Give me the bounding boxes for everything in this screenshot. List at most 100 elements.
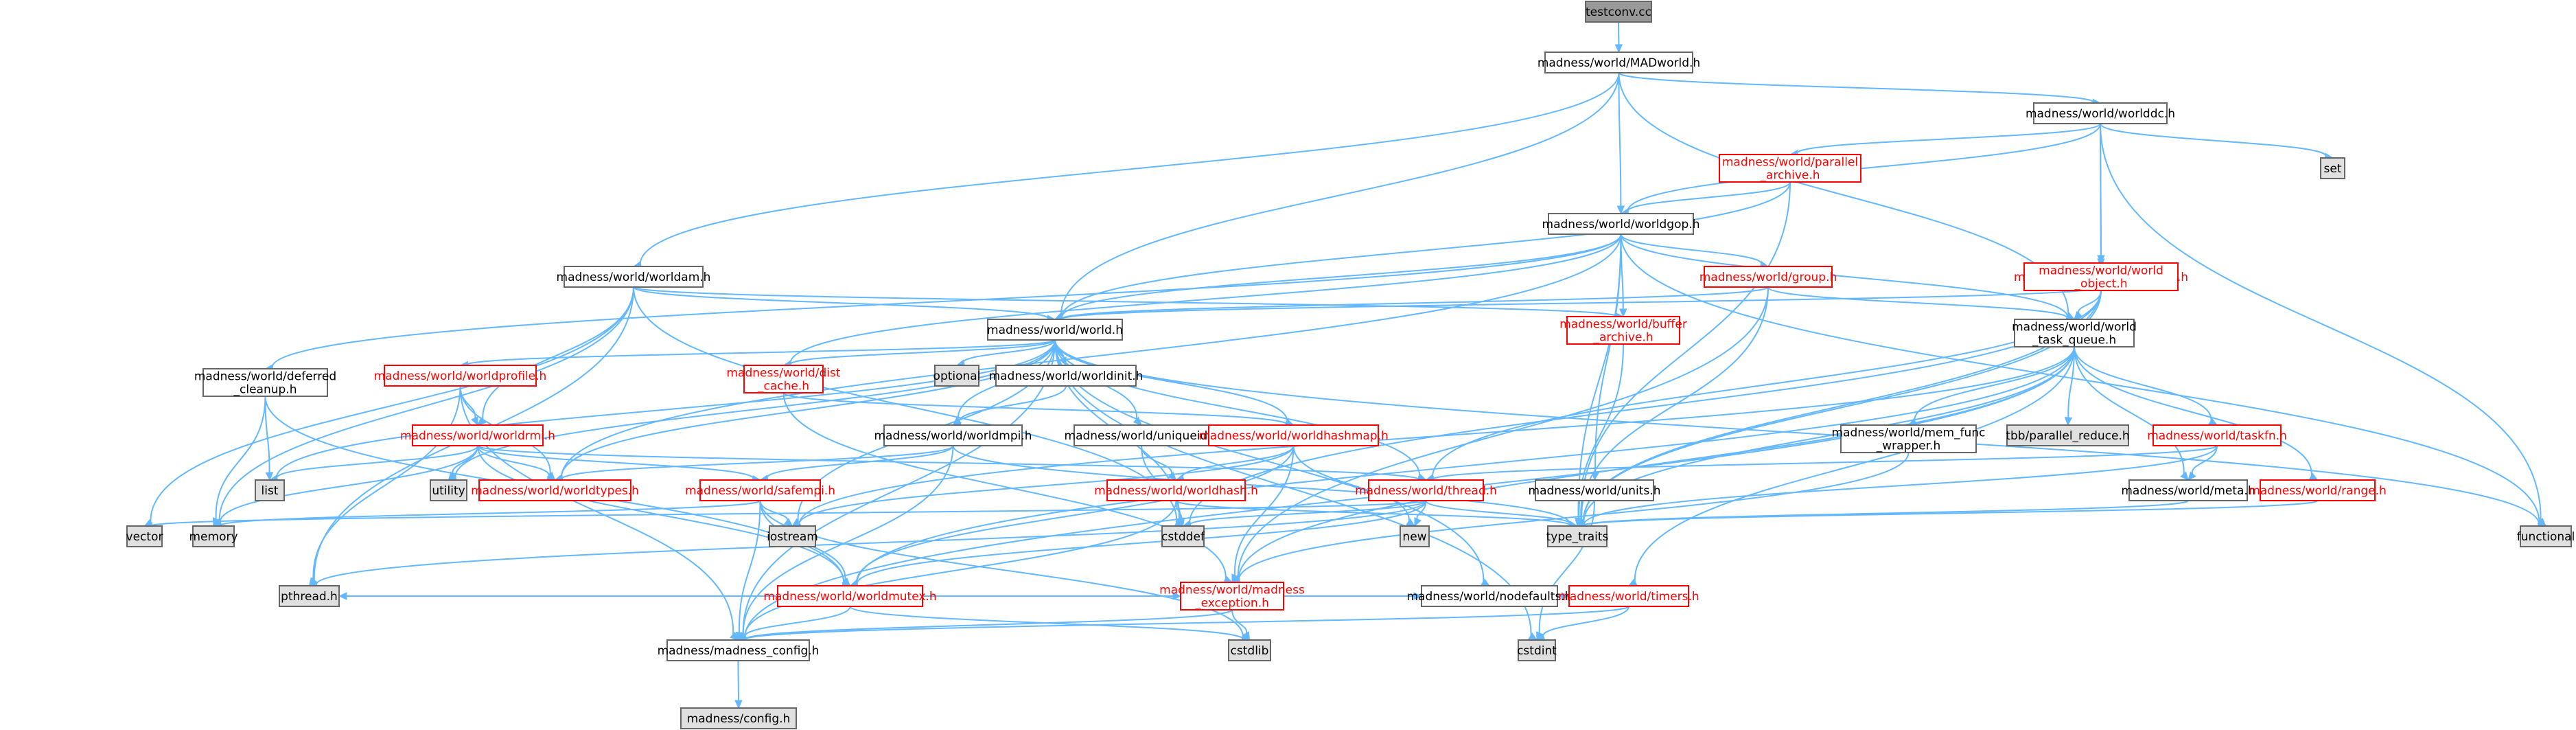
edge-line <box>1189 500 1427 526</box>
node-world_object[interactable]: madness/world/world_object.h <box>2023 262 2179 291</box>
edge-line <box>1583 500 2319 527</box>
node-group[interactable]: madness/world/group.h <box>1699 266 1837 288</box>
edge-madworld-to-worldam <box>632 72 1620 269</box>
node-worldgop[interactable]: madness/world/worldgop.h <box>1542 213 1700 235</box>
edge-line <box>856 346 2075 585</box>
node-deferred_cleanup[interactable]: madness/world/deferred_cleanup.h <box>194 368 336 397</box>
node-config: madness/config.h <box>680 707 797 729</box>
node-worldam[interactable]: madness/world/worldam.h <box>557 266 711 288</box>
edge-safempi-to-madness_config <box>735 500 761 641</box>
edge-thread-to-worldmutex <box>849 500 1427 589</box>
node-safempi[interactable]: madness/world/safempi.h <box>685 479 835 501</box>
node-worldprofile[interactable]: madness/world/worldprofile.h <box>374 365 547 387</box>
node-worlddc[interactable]: madness/world/worlddc.h <box>2026 102 2175 124</box>
node-box <box>1518 639 1556 661</box>
node-label: madness/world/world <box>2012 321 2137 334</box>
edge-line <box>789 339 1056 366</box>
edge-line <box>798 346 2075 525</box>
edge-deferred_cleanup-to-list <box>264 396 274 481</box>
node-box <box>279 585 340 607</box>
node-worldhashmap[interactable]: madness/world/worldhashmap.h <box>1198 424 1389 446</box>
node-madness_config[interactable]: madness/madness_config.h <box>658 639 820 661</box>
edge-line <box>1914 346 2075 422</box>
edge-line <box>639 72 1620 266</box>
node-new: new <box>1400 525 1430 547</box>
edge-line <box>561 233 1622 479</box>
node-mem_func_wrapper[interactable]: madness/world/mem_func_wrapper.h <box>1832 424 1986 453</box>
node-buffer_archive[interactable]: madness/world/buffer_archive.h <box>1559 316 1687 345</box>
node-taskfn[interactable]: madness/world/taskfn.h <box>2147 424 2287 446</box>
node-dist_cache[interactable]: madness/world/dist_cache.h <box>726 365 841 393</box>
node-worldhash[interactable]: madness/world/worldhash.h <box>1094 479 1258 501</box>
node-label: madness/world/timers.h <box>1558 590 1699 604</box>
node-thread[interactable]: madness/world/thread.h <box>1355 479 1497 501</box>
node-label: madness/world/worldmpi.h <box>874 429 1032 443</box>
edge-worlddc-to-set <box>2100 123 2334 161</box>
node-uniqueid[interactable]: madness/world/uniqueid.h <box>1065 424 1219 446</box>
edge-line <box>856 500 1427 585</box>
node-madness_exception[interactable]: madness/world/madness_exception.h <box>1159 582 1305 611</box>
edge-arrowhead <box>2074 310 2083 320</box>
node-box <box>2023 262 2179 291</box>
node-world[interactable]: madness/world/world.h <box>987 319 1123 341</box>
node-worldmpi[interactable]: madness/world/worldmpi.h <box>874 424 1032 446</box>
node-label: madness/world/world <box>2039 264 2163 278</box>
node-label: madness/world/nodefaults.h <box>1406 590 1572 604</box>
edge-line <box>1583 500 2189 527</box>
edge-timers-to-madness_config <box>737 606 1629 644</box>
edge-arrowhead <box>842 577 851 586</box>
node-label: madness/world/worldhash.h <box>1094 484 1258 498</box>
edge-line <box>215 396 266 520</box>
node-madworld[interactable]: madness/world/MADworld.h <box>1538 52 1700 73</box>
node-label: functional <box>2517 530 2575 544</box>
node-box <box>1208 424 1379 446</box>
graph-nodes: testconv.ccmadness/world/MADworld.hmadne… <box>126 1 2575 729</box>
node-parallel_archive[interactable]: madness/world/parallel_archive.h <box>1719 154 1861 183</box>
edge-world-to-dist_cache <box>782 339 1056 369</box>
edge-line <box>1060 233 1622 319</box>
edge-arrowhead <box>448 471 457 481</box>
edge-arrowhead <box>734 700 743 709</box>
node-label: madness/world/MADworld.h <box>1538 56 1700 70</box>
edge-line <box>1175 500 1572 527</box>
node-units[interactable]: madness/world/units.h <box>1529 479 1661 501</box>
node-worldinit[interactable]: madness/world/worldinit.h <box>989 365 1144 387</box>
node-worldtypes[interactable]: madness/world/worldtypes.h <box>471 479 639 501</box>
node-label: type_traits <box>1546 530 1609 544</box>
node-cstdint: cstdint <box>1517 639 1557 661</box>
node-memory: memory <box>189 525 238 547</box>
node-worldmutex[interactable]: madness/world/worldmutex.h <box>763 585 937 607</box>
edge-line <box>782 392 1288 426</box>
node-nodefaults[interactable]: madness/world/nodefaults.h <box>1406 585 1573 607</box>
edge-arrowhead <box>1242 631 1251 641</box>
node-box <box>699 479 821 501</box>
edge-arrowhead <box>1627 578 1638 586</box>
edge-arrowhead <box>1561 592 1570 600</box>
edge-arrowhead <box>471 416 478 426</box>
node-label: _cleanup.h <box>233 383 297 397</box>
node-box <box>384 365 537 387</box>
node-box <box>126 525 163 547</box>
node-label: madness/world/worldhashmap.h <box>1198 429 1389 443</box>
edge-line <box>2100 123 2327 158</box>
node-pthread: pthread.h <box>279 585 340 607</box>
edge-arrowhead <box>2064 417 2073 426</box>
node-box <box>1161 525 1205 547</box>
node-box <box>2006 424 2129 446</box>
node-label: set <box>2324 162 2342 176</box>
edge-world_task_queue-to-meta <box>2074 346 2189 481</box>
node-worldrmi[interactable]: madness/world/worldrmi.h <box>400 424 555 446</box>
node-label: cstdint <box>1517 644 1557 658</box>
edge-line <box>1542 606 1629 638</box>
node-meta[interactable]: madness/world/meta.h <box>2121 479 2255 501</box>
edge-line <box>1580 181 1791 521</box>
node-list: list <box>255 479 285 501</box>
node-timers[interactable]: madness/world/timers.h <box>1558 585 1699 607</box>
node-world_task_queue[interactable]: madness/world/world_task_queue.h <box>2012 319 2137 347</box>
node-box <box>1544 52 1693 73</box>
edge-line <box>1054 339 1421 478</box>
node-utility: utility <box>430 479 467 501</box>
node-label: madness/madness_config.h <box>658 644 820 658</box>
node-box <box>743 365 824 393</box>
node-range[interactable]: madness/world/range.h <box>2249 479 2387 501</box>
